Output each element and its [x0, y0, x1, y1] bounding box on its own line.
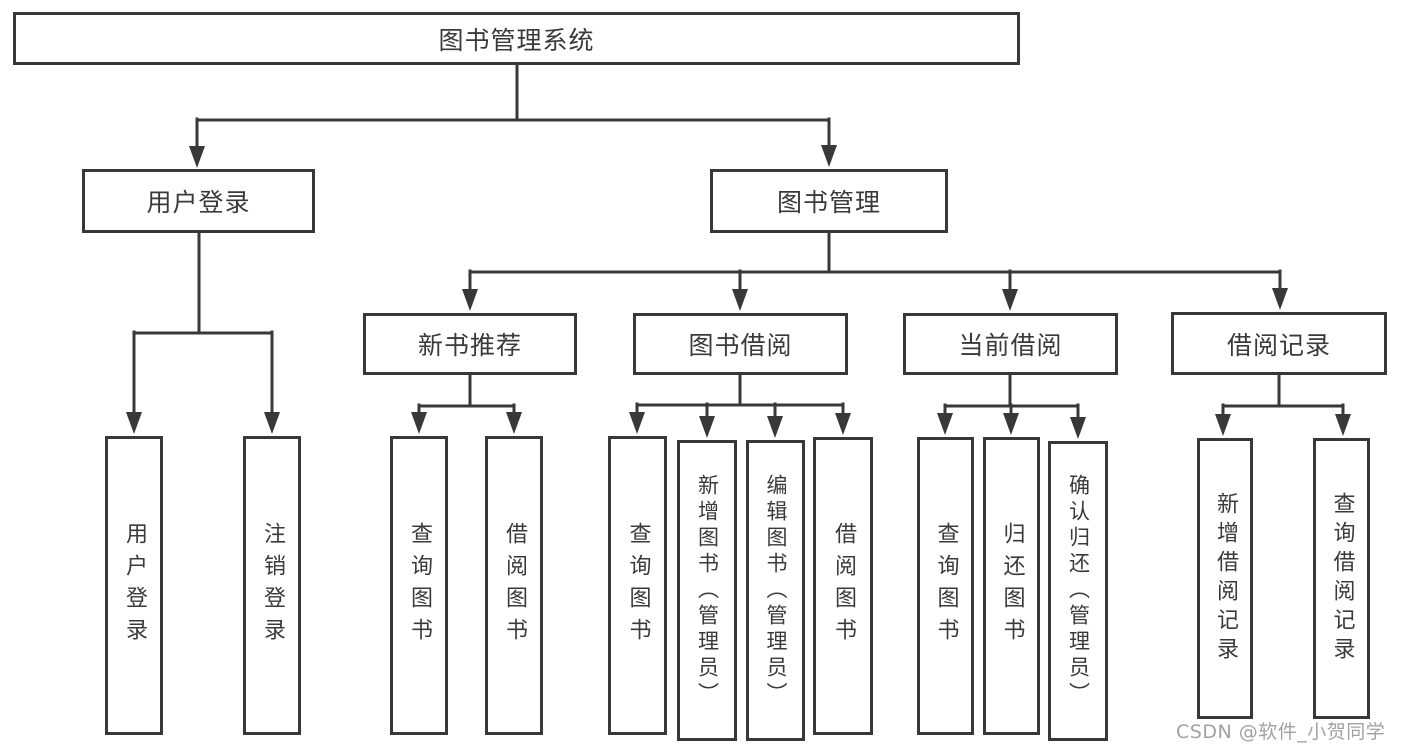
- book-borrow-label: 图书借阅: [688, 331, 793, 360]
- leaf-edit-book-admin: 编辑图书（管理员）: [746, 440, 805, 741]
- leaf-confirm-return-admin: 确认归还（管理员）: [1048, 441, 1108, 741]
- root-node-library-system: 图书管理系统: [13, 12, 1020, 65]
- borrow-record-label: 借阅记录: [1226, 330, 1331, 360]
- leaf-query-book-current-label: 查询图书: [933, 522, 959, 650]
- borrow-record-node: 借阅记录: [1171, 312, 1387, 375]
- leaf-query-book-recommend: 查询图书: [390, 436, 448, 735]
- leaf-user-login-label: 用户登录: [122, 521, 147, 650]
- current-borrow-node: 当前借阅: [903, 313, 1118, 375]
- leaf-borrow-book-label: 借阅图书: [831, 522, 856, 650]
- leaf-add-borrow-record: 新增借阅记录: [1197, 438, 1253, 719]
- leaf-edit-book-admin-label: 编辑图书（管理员）: [764, 473, 788, 708]
- leaf-confirm-return-admin-label: 确认归还（管理员）: [1066, 474, 1091, 708]
- leaf-borrow-book: 借阅图书: [813, 437, 873, 735]
- new-book-recommend-label: 新书推荐: [417, 331, 522, 360]
- leaf-query-book-current: 查询图书: [917, 437, 974, 735]
- leaf-add-borrow-record-label: 新增借阅记录: [1213, 491, 1238, 666]
- book-management-node-label: 图书管理: [776, 188, 881, 217]
- leaf-return-book: 归还图书: [983, 437, 1040, 735]
- leaf-logout-label: 注销登录: [260, 521, 285, 650]
- leaf-user-login: 用户登录: [105, 436, 163, 735]
- root-node-label: 图书管理系统: [438, 25, 595, 55]
- current-borrow-label: 当前借阅: [958, 331, 1063, 360]
- leaf-query-book-recommend-label: 查询图书: [407, 521, 432, 650]
- user-login-node: 用户登录: [82, 169, 315, 233]
- leaf-borrow-book-recommend-label: 借阅图书: [502, 521, 527, 650]
- leaf-logout: 注销登录: [243, 436, 301, 735]
- leaf-add-book-admin-label: 新增图书（管理员）: [695, 473, 720, 708]
- arrowheads: [126, 145, 1351, 439]
- leaf-add-book-admin: 新增图书（管理员）: [677, 440, 737, 741]
- csdn-watermark: CSDN @软件_小贺同学: [1176, 721, 1386, 743]
- book-borrow-node: 图书借阅: [633, 313, 848, 375]
- leaf-query-borrow-record: 查询借阅记录: [1313, 438, 1370, 719]
- leaf-return-book-label: 归还图书: [999, 522, 1025, 650]
- leaf-borrow-book-recommend: 借阅图书: [485, 436, 543, 735]
- user-login-node-label: 用户登录: [146, 188, 251, 217]
- leaf-query-book-borrow: 查询图书: [608, 436, 667, 735]
- book-management-node: 图书管理: [710, 169, 948, 233]
- leaf-query-borrow-record-label: 查询借阅记录: [1329, 491, 1355, 666]
- new-book-recommend-node: 新书推荐: [363, 313, 577, 375]
- leaf-query-book-borrow-label: 查询图书: [625, 521, 651, 650]
